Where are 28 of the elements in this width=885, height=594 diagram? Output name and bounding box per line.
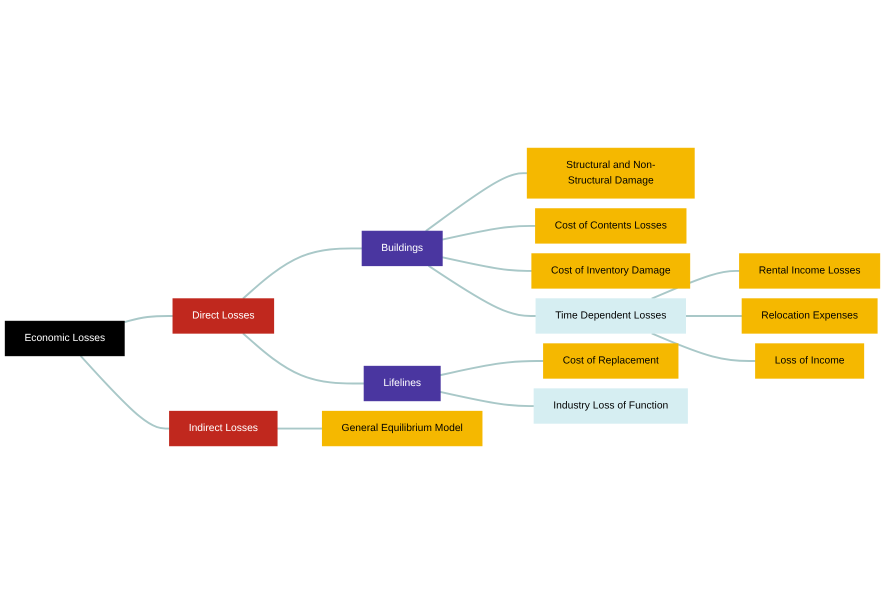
connector [442, 256, 532, 272]
connector [425, 172, 528, 232]
node-box: Indirect Losses [169, 410, 278, 446]
node-box: Loss of Income [755, 343, 864, 379]
node-box: Time Dependent Losses [536, 298, 686, 334]
connector [428, 265, 536, 317]
connector [124, 315, 173, 324]
connector [242, 332, 364, 384]
node-box: Structural and Non-Structural Damage [526, 148, 695, 199]
node-box: Industry Loss of Function [534, 388, 688, 424]
node-box: Economic Losses [4, 320, 125, 356]
node-box: Rental Income Losses [739, 253, 880, 289]
connector [651, 332, 756, 362]
node-box: General Equilibrium Model [322, 410, 482, 446]
connector [277, 428, 322, 430]
node-box: Cost of Contents Losses [535, 208, 686, 244]
node-box: Cost of Inventory Damage [531, 253, 690, 289]
connector [440, 390, 534, 407]
connector [80, 355, 170, 430]
node-box: Cost of Replacement [543, 343, 678, 379]
connector [440, 360, 544, 376]
node-box: Direct Losses [172, 298, 274, 334]
node-box: Buildings [362, 230, 443, 266]
connector [242, 247, 362, 300]
connector [686, 315, 742, 317]
node-box: Relocation Expenses [742, 298, 878, 334]
connector [442, 224, 536, 241]
node-box: Lifelines [364, 366, 441, 402]
